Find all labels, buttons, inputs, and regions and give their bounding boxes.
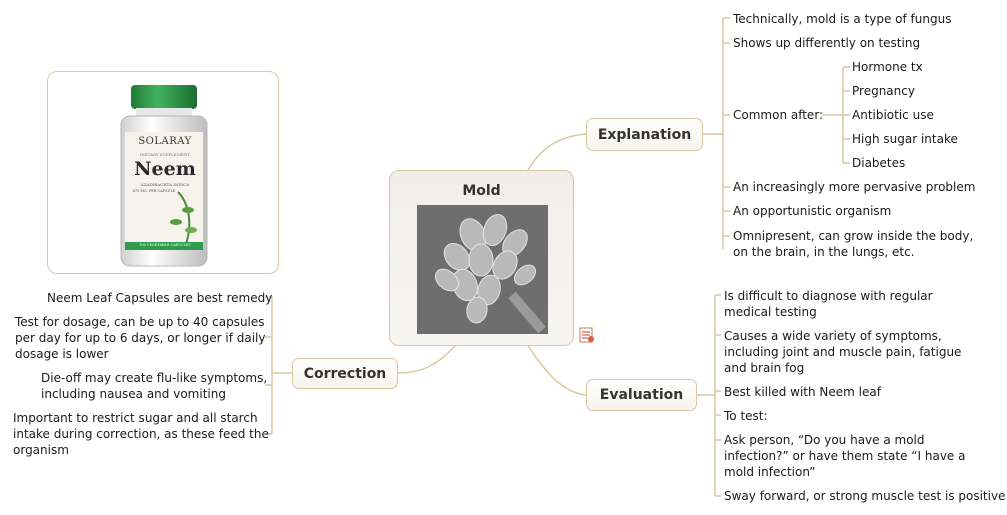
branch-explanation-label: Explanation (597, 126, 692, 143)
branch-evaluation-label: Evaluation (599, 387, 684, 403)
explanation-item[interactable]: An increasingly more pervasive problem (733, 180, 976, 194)
evaluation-item[interactable]: Causes a wide variety of symptoms, (724, 329, 942, 343)
central-topic[interactable]: Mold (389, 170, 574, 346)
link-explanation (527, 133, 587, 171)
link-correction (397, 345, 456, 374)
product-name: Neem (134, 158, 196, 180)
correction-item[interactable]: intake during correction, as these feed … (13, 427, 269, 441)
evaluation-item[interactable]: Ask person, “Do you have a mold (724, 433, 925, 447)
evaluation-item[interactable]: medical testing (724, 305, 817, 319)
mold-micrograph-image (417, 205, 548, 334)
evaluation-item[interactable]: Sway forward, or strong muscle test is p… (724, 489, 1006, 503)
product-type: DIETARY SUPPLEMENT (139, 152, 191, 157)
branch-correction[interactable]: Correction (292, 358, 398, 389)
correction-item[interactable]: dosage is lower (15, 347, 109, 361)
branch-correction-label: Correction (303, 365, 387, 382)
link-evaluation (527, 345, 587, 396)
correction-item[interactable]: Important to restrict sugar and all star… (13, 411, 258, 425)
product-latin: AZADIRACHTA INDICA (140, 182, 190, 187)
explanation-item-common-after[interactable]: Common after: (733, 108, 824, 122)
neem-bottle-illustration (120, 85, 208, 267)
evaluation-item[interactable]: mold infection” (724, 465, 816, 479)
correction-item[interactable]: Die-off may create flu-like symptoms, (41, 371, 268, 385)
correction-item[interactable]: per day for up to 6 days, or longer if d… (15, 331, 266, 345)
neem-product-image: SOLARAY DIETARY SUPPLEMENT Neem AZADIRAC… (47, 71, 279, 274)
correction-item[interactable]: Neem Leaf Capsules are best remedy (47, 291, 273, 305)
common-after-item[interactable]: Pregnancy (852, 84, 915, 98)
evaluation-item[interactable]: infection?” or have them state “I have a (724, 449, 966, 463)
evaluation-item[interactable]: Is difficult to diagnose with regular (724, 289, 933, 303)
note-attachment-icon[interactable] (579, 327, 595, 343)
common-after-item[interactable]: High sugar intake (852, 132, 958, 146)
evaluation-item[interactable]: and brain fog (724, 361, 805, 375)
product-dose: 475 MG. PER CAPSULE (132, 189, 176, 193)
common-after-item[interactable]: Diabetes (852, 156, 906, 170)
central-topic-title: Mold (462, 183, 501, 199)
branch-explanation[interactable]: Explanation (586, 118, 703, 151)
correction-item[interactable]: including nausea and vomiting (41, 387, 226, 401)
common-after-item[interactable]: Hormone tx (852, 60, 923, 74)
explanation-item[interactable]: on the brain, in the lungs, etc. (733, 245, 915, 259)
explanation-item[interactable]: Shows up differently on testing (733, 36, 921, 50)
correction-item[interactable]: Test for dosage, can be up to 40 capsule… (15, 315, 265, 329)
evaluation-item[interactable]: To test: (724, 409, 768, 423)
common-after-item[interactable]: Antibiotic use (852, 108, 934, 122)
explanation-item[interactable]: An opportunistic organism (733, 204, 892, 218)
evaluation-item[interactable]: Best killed with Neem leaf (724, 385, 881, 399)
branch-evaluation[interactable]: Evaluation (586, 379, 697, 411)
explanation-item[interactable]: Omnipresent, can grow inside the body, (733, 229, 974, 243)
product-brand: SOLARAY (138, 136, 192, 147)
correction-item[interactable]: organism (13, 443, 69, 457)
product-footer: 100 VEGETABLE CAPSULES (139, 243, 191, 247)
explanation-item[interactable]: Technically, mold is a type of fungus (733, 12, 952, 26)
evaluation-item[interactable]: including joint and muscle pain, fatigue (724, 345, 962, 359)
